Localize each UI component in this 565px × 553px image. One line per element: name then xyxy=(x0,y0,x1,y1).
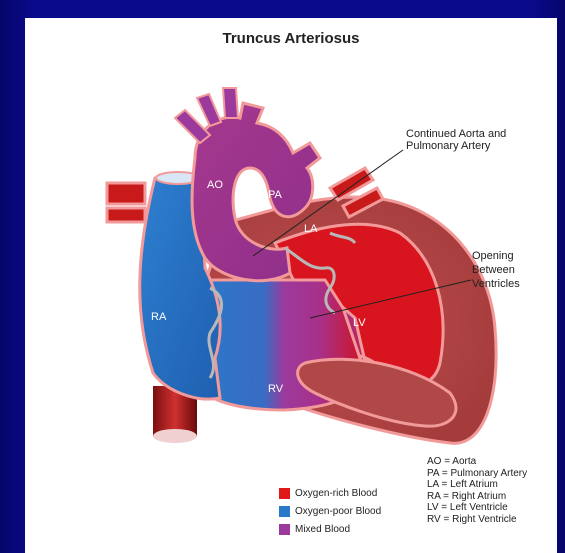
legend-item-oxygen-rich: Oxygen-rich Blood xyxy=(279,484,381,502)
legend-swatch xyxy=(279,524,290,535)
callout-continued-aorta: Continued Aorta and Pulmonary Artery xyxy=(406,128,546,152)
legend-label: Oxygen-rich Blood xyxy=(295,488,377,499)
legend-swatch xyxy=(279,506,290,517)
ivc-opening xyxy=(153,429,197,443)
legend-label: Oxygen-poor Blood xyxy=(295,506,381,517)
label-ao: AO xyxy=(207,179,223,191)
label-rv: RV xyxy=(268,383,283,395)
label-pa: PA xyxy=(268,189,282,201)
abbreviation-list: AO = Aorta PA = Pulmonary Artery LA = Le… xyxy=(427,456,527,525)
callout-opening-ventricles: Opening Between Ventricles xyxy=(472,249,552,291)
legend-item-oxygen-poor: Oxygen-poor Blood xyxy=(279,502,381,520)
legend-item-mixed: Mixed Blood xyxy=(279,520,381,538)
abbreviation-item: PA = Pulmonary Artery xyxy=(427,468,527,480)
abbreviation-item: RV = Right Ventricle xyxy=(427,514,527,526)
label-lv: LV xyxy=(353,317,366,329)
abbreviation-item: RA = Right Atrium xyxy=(427,491,527,503)
diagram-panel: Truncus Arteriosus xyxy=(25,18,557,553)
legend-swatch xyxy=(279,488,290,499)
legend-label: Mixed Blood xyxy=(295,524,350,535)
label-la: LA xyxy=(304,223,317,235)
abbreviation-item: AO = Aorta xyxy=(427,456,527,468)
abbreviation-item: LV = Left Ventricle xyxy=(427,502,527,514)
abbreviation-item: LA = Left Atrium xyxy=(427,479,527,491)
label-ra: RA xyxy=(151,311,166,323)
pulmonary-vessels-left xyxy=(107,183,145,204)
legend: Oxygen-rich Blood Oxygen-poor Blood Mixe… xyxy=(279,484,381,538)
